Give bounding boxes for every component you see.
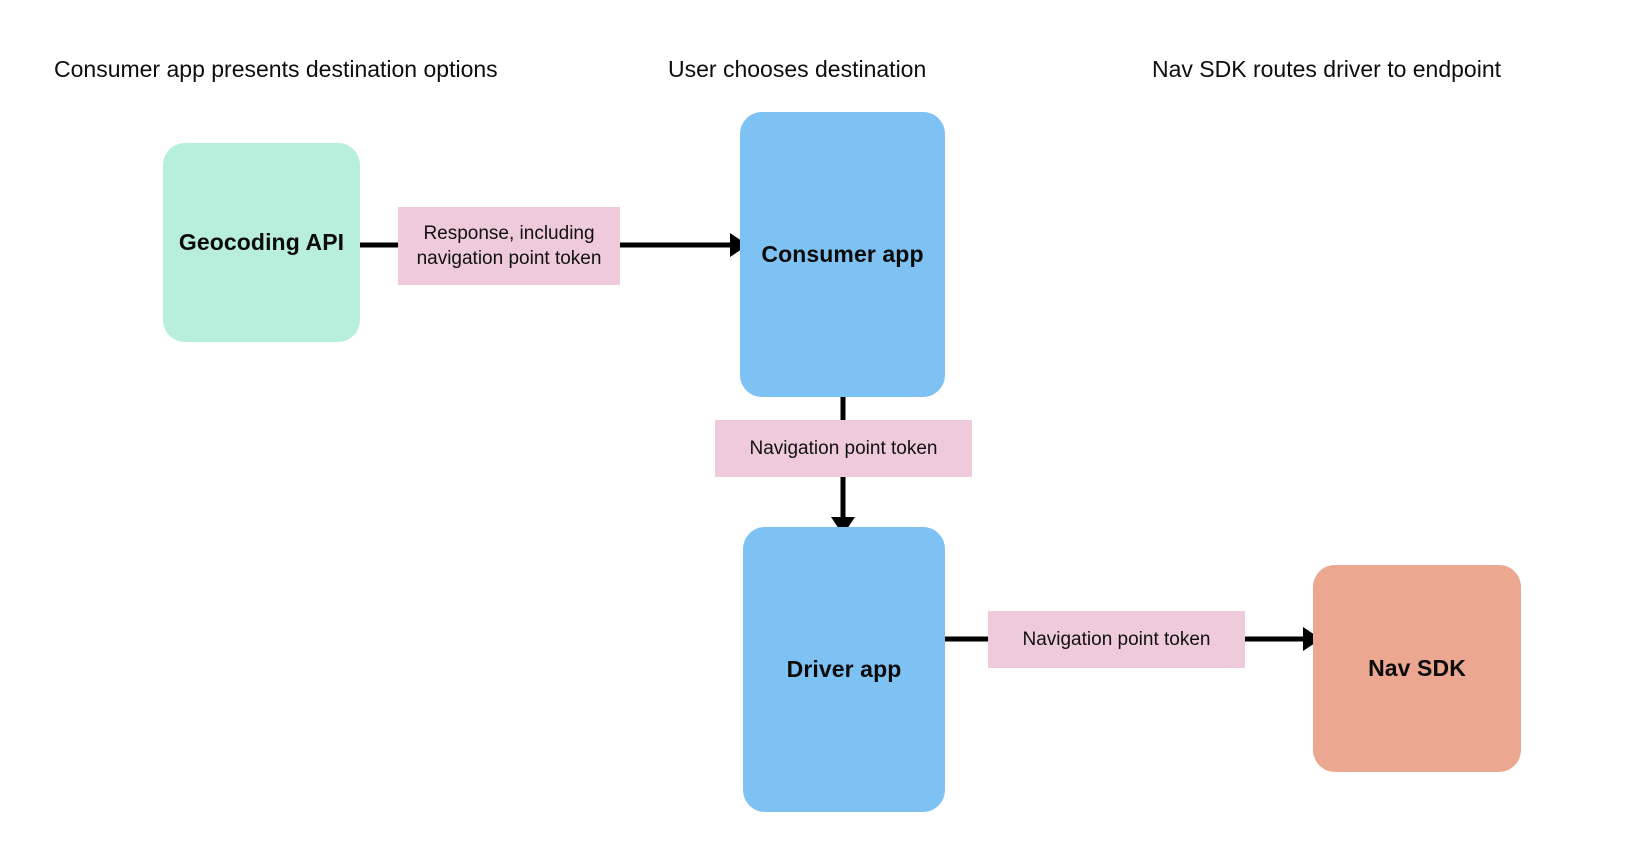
node-nav-sdk-label: Nav SDK (1368, 655, 1466, 681)
edge-label-response-including-token: Response, including navigation point tok… (398, 207, 620, 285)
node-driver-app-label: Driver app (786, 656, 902, 682)
edge-label-navigation-point-token-vertical-text: Navigation point token (749, 438, 938, 459)
node-geocoding-api[interactable]: Geocoding API (163, 143, 360, 342)
node-driver-app[interactable]: Driver app (743, 527, 945, 812)
column-header-nav-sdk-routes: Nav SDK routes driver to endpoint (1152, 56, 1502, 82)
node-geocoding-api-label: Geocoding API (178, 229, 345, 255)
edge-label-navigation-point-token-vertical: Navigation point token (715, 420, 972, 477)
column-header-consumer-app: Consumer app presents destination option… (54, 56, 498, 82)
edge-label-navigation-point-token-horizontal: Navigation point token (988, 611, 1245, 668)
column-header-user-chooses: User chooses destination (668, 56, 927, 82)
node-nav-sdk[interactable]: Nav SDK (1313, 565, 1521, 772)
edge-label-response-text: Response, including navigation point tok… (416, 223, 602, 269)
edge-label-navigation-point-token-horizontal-text: Navigation point token (1022, 629, 1211, 650)
node-consumer-app[interactable]: Consumer app (740, 112, 945, 397)
node-consumer-app-label: Consumer app (761, 241, 924, 267)
